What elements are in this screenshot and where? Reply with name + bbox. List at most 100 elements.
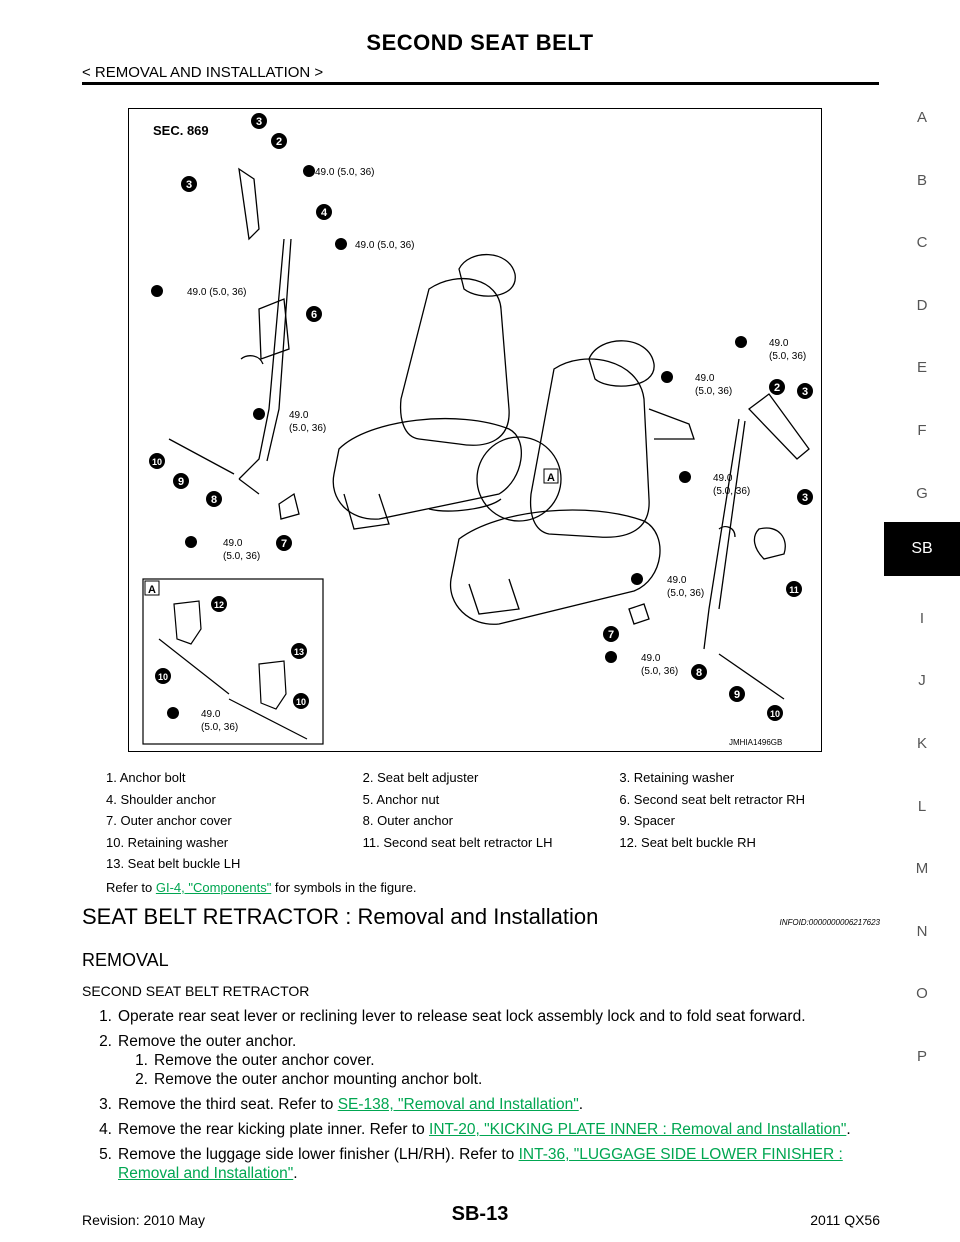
callout-label: 2	[276, 136, 282, 148]
legend-item: 5. Anchor nut	[362, 791, 440, 807]
zoom-marker-label: A	[547, 472, 555, 484]
step-4: 4. Remove the rear kicking plate inner. …	[82, 1120, 880, 1139]
legend-item: 10. Retaining washer	[106, 834, 229, 850]
page-title: SECOND SEAT BELT	[366, 30, 594, 55]
exploded-diagram: SEC. 869	[128, 108, 822, 752]
substep-text: Remove the outer anchor mounting anchor …	[154, 1071, 483, 1088]
side-index-letter[interactable]: J	[918, 672, 926, 690]
step-text: Remove the luggage side lower finisher (…	[118, 1146, 519, 1163]
legend-item: 11. Second seat belt retractor LH	[362, 834, 553, 850]
legend-row: 7. Outer anchor cover 8. Outer anchor 9.…	[106, 813, 876, 835]
legend-item: 13. Seat belt buckle LH	[106, 856, 241, 871]
side-index-letter[interactable]: D	[916, 296, 928, 314]
step-1: 1. Operate rear seat lever or reclining …	[82, 1007, 880, 1026]
torque-label: (5.0, 36)	[223, 551, 260, 562]
torque-label: 49.0	[769, 338, 789, 349]
step-text: Remove the outer anchor.	[118, 1033, 297, 1050]
callout-label: 2	[774, 382, 780, 394]
substep-2: 2. Remove the outer anchor mounting anch…	[118, 1070, 880, 1089]
callout-label: 6	[311, 309, 317, 321]
side-index-letter[interactable]: I	[919, 609, 925, 627]
substep-number: 1.	[135, 1052, 148, 1069]
step-link[interactable]: INT-36, "LUGGAGE SIDE LOWER FINISHER : R…	[118, 1146, 843, 1182]
legend-note-suffix: for symbols in the figure.	[271, 879, 417, 895]
torque-labels: 49.0 (5.0, 36) 49.0 (5.0, 36) 49.0 (5.0,…	[151, 165, 806, 733]
page-subtitle: < REMOVAL AND INSTALLATION >	[82, 64, 324, 81]
substep-number: 2.	[135, 1071, 148, 1088]
callout-label: 7	[281, 538, 287, 550]
inset-label: A	[148, 584, 156, 596]
legend-item: 8. Outer anchor	[362, 813, 453, 828]
torque-label: (5.0, 36)	[713, 486, 750, 497]
callout-label: 10	[770, 709, 780, 719]
step-2: 2. Remove the outer anchor. 1. Remove th…	[82, 1032, 880, 1089]
step-3: 3. Remove the third seat. Refer to SE-13…	[82, 1095, 880, 1114]
step-link[interactable]: SE-138, "Removal and Installation"	[337, 1096, 579, 1113]
side-index-letter[interactable]: O	[916, 985, 928, 1003]
legend-note: Refer to GI-4, "Components" for symbols …	[106, 880, 876, 895]
legend-note-prefix: Refer to	[106, 879, 156, 895]
side-index-letter[interactable]: F	[917, 421, 927, 439]
torque-label: 49.0 (5.0, 36)	[315, 167, 374, 178]
step-link[interactable]: INT-20, "KICKING PLATE INNER : Removal a…	[429, 1121, 847, 1138]
legend-item: 4. Shoulder anchor	[106, 791, 216, 807]
inset-label-box	[144, 580, 160, 596]
callout-label: 4	[321, 207, 328, 219]
step-number: 1.	[99, 1008, 112, 1025]
sub-heading: SECOND SEAT BELT RETRACTOR	[82, 983, 310, 999]
step-end: .	[846, 1121, 851, 1138]
substep-text: Remove the outer anchor cover.	[154, 1052, 375, 1069]
torque-label: 49.0 (5.0, 36)	[355, 240, 414, 251]
side-index-letter[interactable]: N	[916, 922, 928, 940]
legend-item: 12. Seat belt buckle RH	[619, 834, 756, 850]
step-text: Remove the third seat. Refer to	[118, 1096, 338, 1113]
callout-label: 12	[214, 600, 224, 610]
side-index-active-tab[interactable]: SB	[884, 522, 960, 576]
step-number: 4.	[99, 1121, 112, 1138]
callout-label: 10	[152, 457, 162, 467]
torque-label: (5.0, 36)	[769, 351, 806, 362]
footer-revision: Revision: 2010 May	[82, 1212, 205, 1228]
step-end: .	[293, 1165, 298, 1182]
legend-row: 4. Shoulder anchor 5. Anchor nut 6. Seco…	[106, 792, 876, 814]
torque-label: 49.0	[713, 473, 733, 484]
callout-label: 3	[256, 116, 262, 128]
callout-label: 3	[186, 179, 192, 191]
legend-row: 13. Seat belt buckle LH	[106, 856, 876, 878]
side-index-letter[interactable]: A	[916, 109, 927, 126]
legend-note-link[interactable]: GI-4, "Components"	[155, 879, 272, 895]
side-index-letter[interactable]: C	[916, 234, 928, 252]
diagram-svg: SEC. 869	[142, 113, 813, 747]
step-5: 5. Remove the luggage side lower finishe…	[82, 1145, 880, 1183]
torque-label: (5.0, 36)	[695, 386, 732, 397]
section-title: SEAT BELT RETRACTOR : Removal and Instal…	[82, 904, 599, 929]
step-number: 2.	[99, 1033, 112, 1050]
footer-page-number: SB-13	[451, 1203, 509, 1225]
belt-rh	[628, 393, 810, 700]
legend-row: 10. Retaining washer 11. Second seat bel…	[106, 835, 876, 857]
side-index-letter[interactable]: E	[916, 359, 927, 377]
inset-buckles	[158, 600, 308, 740]
step-number: 3.	[99, 1096, 112, 1113]
inset-frame	[142, 578, 324, 745]
legend-row: 1. Anchor bolt 2. Seat belt adjuster 3. …	[106, 770, 876, 792]
legend-item: 9. Spacer	[619, 813, 675, 828]
side-index-letter[interactable]: M	[915, 860, 929, 878]
callout-label: 8	[211, 494, 217, 506]
callout-label: 8	[696, 667, 702, 679]
belt-lh	[168, 167, 300, 520]
side-index-letter[interactable]: B	[916, 171, 927, 189]
torque-label: 49.0	[201, 709, 221, 720]
parts-legend: 1. Anchor bolt 2. Seat belt adjuster 3. …	[106, 770, 876, 895]
torque-label: (5.0, 36)	[641, 666, 678, 677]
torque-label: 49.0	[223, 538, 243, 549]
torque-label: 49.0 (5.0, 36)	[187, 287, 246, 298]
callout-label: 10	[158, 672, 168, 682]
header-divider	[82, 82, 879, 85]
side-index-letter[interactable]: P	[916, 1047, 927, 1065]
torque-label: (5.0, 36)	[289, 423, 326, 434]
side-index-letter[interactable]: K	[916, 734, 927, 752]
side-index-letter[interactable]: L	[917, 797, 927, 815]
torque-label: 49.0	[289, 410, 309, 421]
side-index-letter[interactable]: G	[916, 484, 928, 502]
